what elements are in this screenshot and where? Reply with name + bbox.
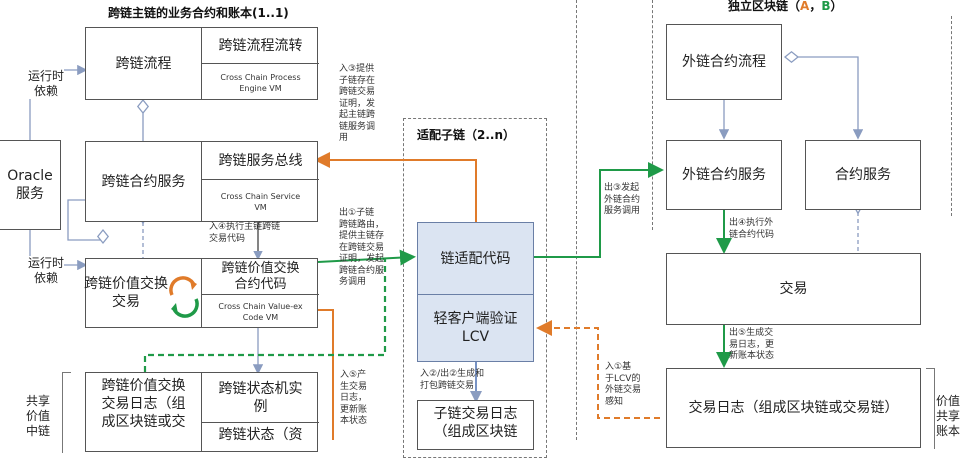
lcv-label: 轻客户端验证 LCV bbox=[433, 311, 518, 345]
independent-title-a: A bbox=[800, 0, 810, 13]
transaction-label: 交易 bbox=[779, 281, 808, 297]
transaction-box: 交易 bbox=[666, 253, 921, 325]
flow-dashed-green bbox=[143, 258, 387, 372]
value-log-sub-title: 跨链状态机实 例 bbox=[218, 380, 303, 415]
annotation-out5: 出⑤生成交 易日志，更 新账本状态 bbox=[729, 328, 775, 361]
independent-title-prefix: 独立区块链（ bbox=[728, 0, 801, 13]
separator-right bbox=[652, 0, 653, 230]
cross-flow-box: 跨链流程 跨链流程流转 Cross Chain Process Engine V… bbox=[85, 27, 319, 100]
link-extflow-to-contract bbox=[783, 50, 864, 140]
main-chain-title: 跨链主链的业务合约和账本(1..1) bbox=[108, 6, 289, 20]
shared-left-label: 共享 价值 中链 bbox=[26, 394, 51, 438]
annotation-out3: 出③发起 外链合约 服务调用 bbox=[604, 183, 641, 218]
cross-contract-sub-title: 跨链服务总线 bbox=[218, 152, 303, 169]
sub-chain-title: 适配子链（2..n） bbox=[417, 128, 516, 142]
annotation-in2: 入②/出②生成和 打包跨链交易 bbox=[420, 369, 485, 391]
independent-title-suffix: ） bbox=[830, 0, 843, 13]
annotation-out1: 出①子链 跨链路由， 提供主链存 在跨链交易 证明，发起 跨链合约服 务调用 bbox=[339, 208, 385, 287]
cross-flow-sub-caption: Cross Chain Process Engine VM bbox=[220, 72, 301, 93]
ext-service-label: 外链合约服务 bbox=[682, 167, 766, 183]
ext-flow-box: 外链合约流程 bbox=[666, 24, 782, 100]
value-exchange-sub-title: 跨链价值交换 合约代码 bbox=[221, 260, 300, 292]
flow-in5 bbox=[318, 309, 334, 440]
separator-left bbox=[576, 0, 577, 440]
flow-out1 bbox=[317, 249, 416, 266]
runtime-dep-label-1: 运行时 依赖 bbox=[28, 69, 65, 99]
tx-log-box: 交易日志（组成区块链或交易链） bbox=[666, 368, 921, 448]
sub-log-box: 子链交易日志 （组成区块链 bbox=[417, 400, 534, 450]
value-log-label: 跨链价值交换 交易日志（组 成区块链或交 bbox=[101, 378, 186, 430]
tx-log-label: 交易日志（组成区块链或交易链） bbox=[688, 400, 899, 416]
oracle-label: Oracle 服务 bbox=[7, 168, 53, 202]
ext-flow-label: 外链合约流程 bbox=[682, 54, 766, 70]
annotation-in3: 入③提供 子链存在 跨链交易 证明，发 起主链跨 链服务调 用 bbox=[339, 64, 376, 145]
shared-right-bracket bbox=[926, 368, 935, 449]
link-value-to-contract bbox=[67, 199, 110, 245]
sub-log-label: 子链交易日志 （组成区块链 bbox=[433, 406, 518, 440]
value-exchange-label: 跨链价值交换 交易 bbox=[84, 276, 168, 310]
contract-service-box: 合约服务 bbox=[805, 140, 921, 210]
adapter-code-box: 链适配代码 bbox=[417, 222, 534, 294]
value-log-box: 跨链价值交换 交易日志（组 成区块链或交 跨链状态机实 例 跨链状态（资 bbox=[85, 372, 319, 452]
cross-contract-sub-caption: Cross Chain Service VM bbox=[220, 191, 301, 212]
ext-service-box: 外链合约服务 bbox=[666, 140, 782, 210]
flow-in1 bbox=[536, 320, 660, 419]
flow-in3 bbox=[314, 152, 477, 222]
value-log-sub-caption: 跨链状态（资 bbox=[218, 427, 303, 443]
annotation-in1: 入①基 于LCV的 外链交易 感知 bbox=[605, 362, 642, 408]
cross-contract-box: 跨链合约服务 跨链服务总线 Cross Chain Service VM bbox=[85, 141, 319, 222]
lcv-box: 轻客户端验证 LCV bbox=[417, 294, 534, 362]
flow-out3 bbox=[534, 162, 664, 258]
contract-service-label: 合约服务 bbox=[835, 167, 891, 183]
value-exchange-box: 跨链价值交换 交易 跨链价值交换 合约代码 Cross Chain Value-… bbox=[84, 258, 319, 328]
shared-left-bracket bbox=[62, 372, 71, 453]
oracle-box: Oracle 服务 bbox=[0, 140, 61, 230]
independent-title-sep: ， bbox=[809, 0, 822, 13]
independent-title-b: B bbox=[821, 0, 831, 13]
runtime-dep-label-2: 运行时 依赖 bbox=[28, 256, 65, 286]
annotation-in4: 入④执行主链跨链 交易代码 bbox=[209, 222, 281, 244]
cross-contract-label: 跨链合约服务 bbox=[101, 173, 186, 190]
independent-chain-region bbox=[652, 16, 952, 216]
cross-flow-label: 跨链流程 bbox=[115, 55, 172, 72]
value-exchange-sub-caption: Cross Chain Value-ex Code VM bbox=[218, 302, 303, 322]
cycle-arrows-icon bbox=[169, 276, 199, 318]
annotation-out4: 出④执行外 链合约代码 bbox=[729, 218, 775, 240]
adapter-code-label: 链适配代码 bbox=[440, 250, 511, 267]
annotation-in5: 入⑤产 生交易 日志， 更新账 本状态 bbox=[340, 370, 368, 428]
shared-right-label: 价值 共享 账本 bbox=[936, 394, 961, 438]
independent-chain-title: 独立区块链（A，B） bbox=[728, 0, 843, 14]
cross-flow-sub-title: 跨链流程流转 bbox=[218, 37, 303, 54]
